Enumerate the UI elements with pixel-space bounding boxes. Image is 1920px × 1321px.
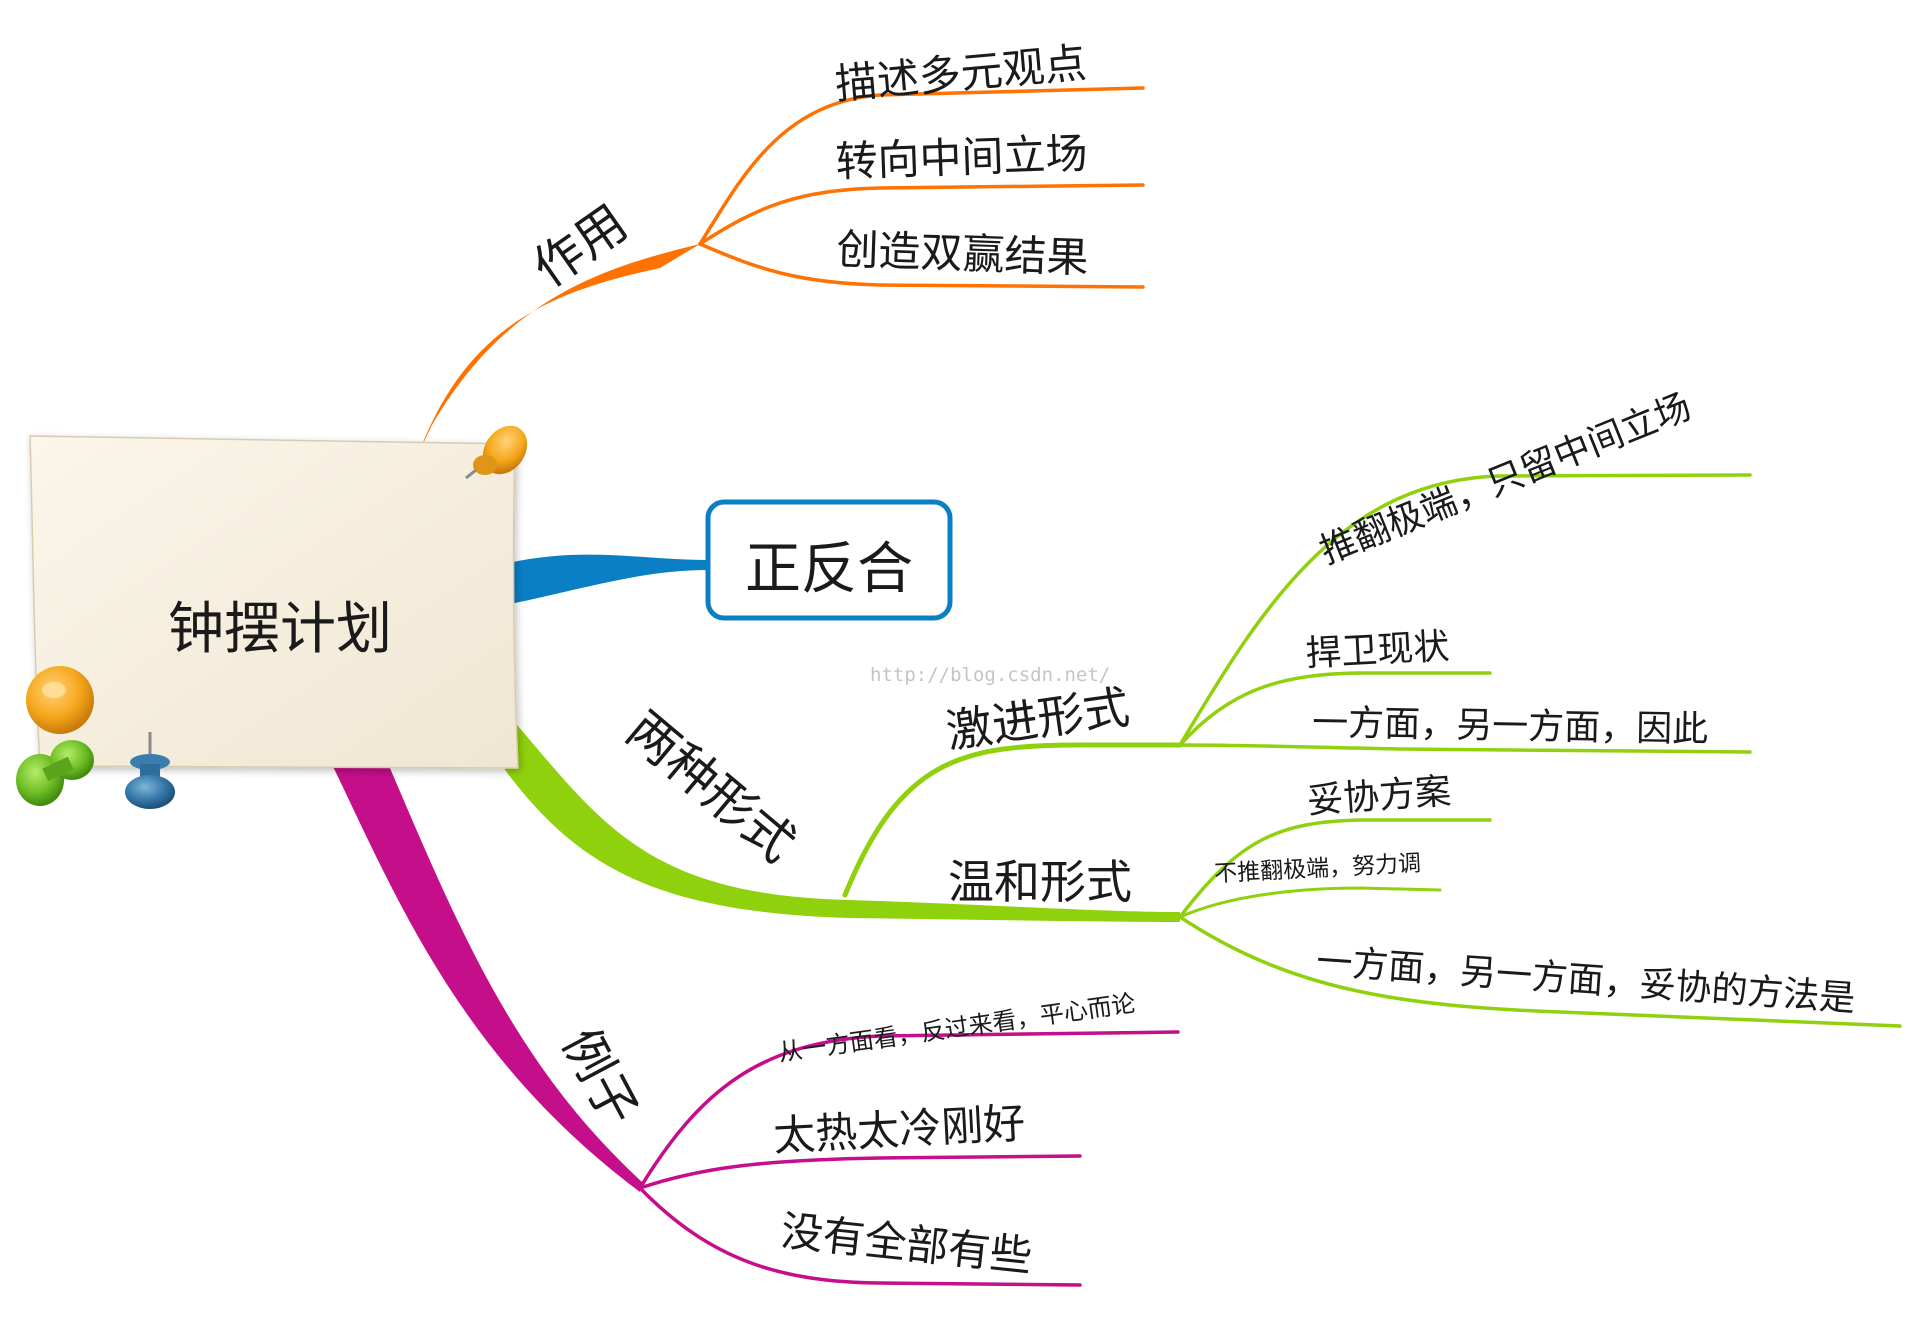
- line-wenhe-1: [1178, 818, 1492, 919]
- label-zuoyong[interactable]: 作用: [523, 194, 638, 299]
- node-zhengfanhe-box: [705, 499, 953, 621]
- label-liangzhong[interactable]: 两种形式: [616, 700, 806, 873]
- line-lizi-3: [638, 1186, 1082, 1287]
- central-node[interactable]: 钟摆计划: [29, 435, 519, 769]
- label-lizi-3[interactable]: 没有全部有些: [779, 1206, 1035, 1281]
- line-jijin-2: [1178, 671, 1492, 747]
- line-jijin-1: [1178, 473, 1752, 747]
- subbranches-zuoyong: [698, 86, 1145, 289]
- pin-green-icon: [16, 740, 94, 806]
- label-wenhe-1[interactable]: 妥协方案: [1306, 771, 1453, 822]
- central-label: 钟摆计划: [168, 597, 392, 662]
- label-lizi-2[interactable]: 太热太冷刚好: [772, 1098, 1026, 1160]
- line-zuoyong-1: [698, 86, 1145, 246]
- node-zhengfanhe-label: 正反合: [745, 537, 913, 602]
- line-jijin: [842, 742, 1183, 898]
- line-lizi-2: [638, 1154, 1082, 1190]
- branch-lizi: [320, 740, 642, 1192]
- label-wenhe-2[interactable]: 不推翻极端，努力调: [1214, 851, 1422, 888]
- label-zuoyong-1[interactable]: 描述多元观点: [833, 38, 1088, 109]
- label-zuoyong-3[interactable]: 创造双赢结果: [836, 225, 1090, 283]
- line-zuoyong-2: [698, 183, 1145, 246]
- label-wenhe-3[interactable]: 一方面，另一方面，妥协的方法是: [1315, 941, 1857, 1020]
- label-jijin-2[interactable]: 捍卫现状: [1304, 626, 1450, 674]
- line-zuoyong-3: [698, 242, 1145, 289]
- central-paper: [29, 435, 519, 769]
- label-lizi-1[interactable]: 从一方面看，反过来看，平心而论: [777, 989, 1137, 1067]
- label-jijin-3[interactable]: 一方面，另一方面，因此: [1312, 703, 1709, 751]
- line-wenhe-3: [1178, 915, 1902, 1028]
- branch-liangzhong: [500, 705, 1180, 922]
- line-lizi-1: [638, 1030, 1180, 1190]
- label-jijin-1[interactable]: 推翻极端，只留中间立场: [1314, 386, 1697, 572]
- pin-orange-left-icon: [26, 666, 94, 734]
- branch-zhengfanhe-trunk: [500, 554, 708, 605]
- subbranches-liangzhong: [842, 473, 1902, 1028]
- label-wenhe[interactable]: 温和形式: [948, 855, 1132, 909]
- branch-liangzhong-trunk: [500, 705, 1180, 922]
- watermark-text: http://blog.csdn.net/: [870, 664, 1110, 686]
- branch-zhengfanhe: [500, 554, 708, 605]
- subbranches-lizi: [638, 1030, 1180, 1287]
- line-wenhe-2: [1178, 886, 1442, 919]
- line-jijin-3: [1178, 743, 1752, 754]
- pin-orange-top-icon: [465, 425, 528, 480]
- label-zuoyong-2[interactable]: 转向中间立场: [835, 129, 1089, 187]
- node-zhengfanhe[interactable]: 正反合: [705, 499, 953, 621]
- pin-blue-icon: [125, 732, 175, 809]
- branch-lizi-trunk: [320, 740, 642, 1192]
